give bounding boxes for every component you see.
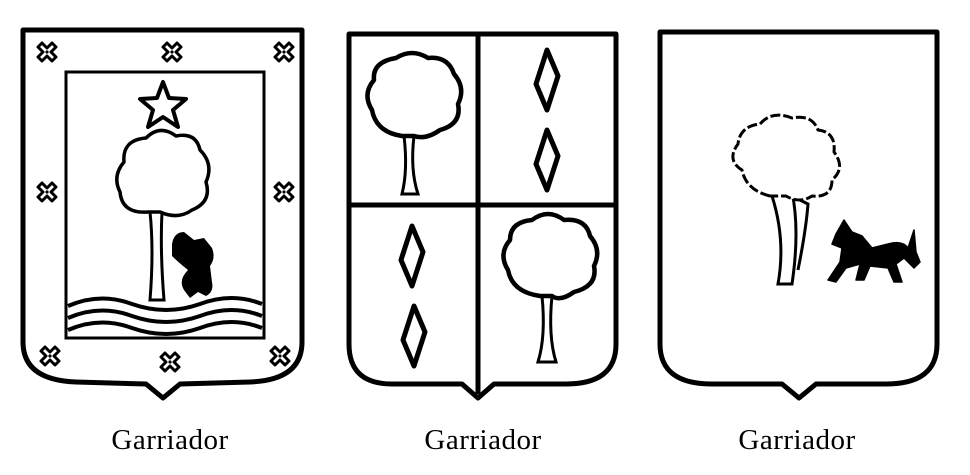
shield-3-outline bbox=[657, 29, 940, 401]
tree-icon bbox=[731, 113, 841, 286]
shield-2 bbox=[346, 31, 619, 401]
shield-1 bbox=[20, 27, 305, 401]
waves-icon bbox=[67, 296, 263, 336]
star-icon bbox=[138, 80, 188, 129]
shield-3 bbox=[657, 29, 940, 401]
tree-icon bbox=[501, 211, 600, 364]
shield-3-caption: Garriador bbox=[738, 424, 856, 456]
wolf-icon bbox=[827, 219, 921, 283]
wolf-icon bbox=[172, 232, 214, 298]
tree-icon bbox=[365, 50, 464, 196]
tree-icon bbox=[115, 128, 211, 302]
shield-1-caption: Garriador bbox=[111, 424, 229, 456]
shield-2-caption: Garriador bbox=[424, 424, 542, 456]
